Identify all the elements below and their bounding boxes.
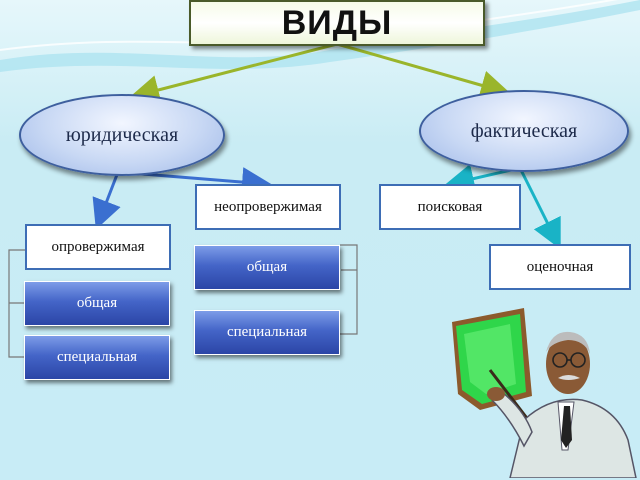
connector-left-refutable	[92, 171, 121, 230]
node-irrefutable: неопровержимая	[195, 184, 341, 230]
node-irrefutable-special: специальная	[194, 310, 340, 355]
node-evaluation: оценочная	[489, 244, 631, 290]
page-title: ВИДЫ	[189, 0, 485, 46]
bracket-refutable	[8, 249, 25, 358]
node-legal: юридическая	[19, 94, 225, 176]
node-refutable-special: специальная	[24, 335, 170, 380]
teacher-illustration	[452, 308, 637, 478]
node-factual: фактическая	[419, 90, 629, 172]
node-search: поисковая	[379, 184, 521, 230]
node-irrefutable-general: общая	[194, 245, 340, 290]
connector-title-right	[336, 42, 511, 100]
connector-title-left	[129, 42, 338, 105]
bracket-irrefutable	[340, 244, 358, 335]
connector-right-eval	[518, 167, 561, 250]
node-refutable-general: общая	[24, 281, 170, 326]
node-refutable: опровержимая	[25, 224, 171, 270]
